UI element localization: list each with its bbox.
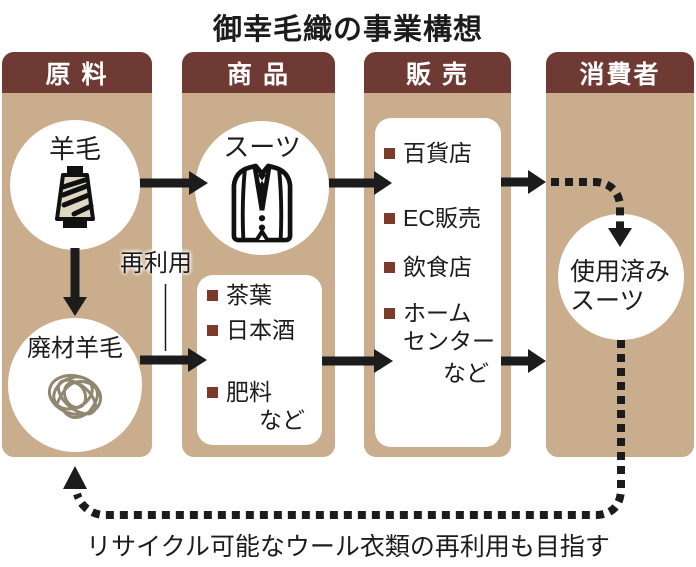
channel-item-ec: EC販売 xyxy=(384,204,481,232)
wool-label: 羊毛 xyxy=(48,134,101,164)
byproduct-label: 肥料 xyxy=(226,379,272,405)
byproduct-etc-label: など xyxy=(259,407,305,433)
channel-label: 飲食店 xyxy=(403,254,472,280)
channel-item-home-center-line2: センター xyxy=(403,327,495,355)
channel-item-home-center: ホーム xyxy=(384,299,471,327)
bullet-square-icon xyxy=(207,325,218,336)
node-waste-wool: 廃材羊毛 xyxy=(8,318,142,452)
suit-label: スーツ xyxy=(223,132,301,162)
suit-jacket-icon xyxy=(223,162,301,244)
channel-label: センター xyxy=(403,328,495,354)
channel-item-department-store: 百貨店 xyxy=(384,139,472,167)
column-header-consumers: 消費者 xyxy=(546,52,694,93)
byproduct-etc: など xyxy=(259,406,305,434)
used-suit-label-line1: 使用済み xyxy=(570,258,671,286)
column-header-products: 商 品 xyxy=(182,52,335,93)
byproduct-label: 日本酒 xyxy=(226,317,295,343)
diagram-title: 御幸毛織の事業構想 xyxy=(212,14,483,46)
reuse-label: 再利用 xyxy=(120,250,192,277)
channel-etc: など xyxy=(443,359,489,387)
sales-channels-box: 百貨店 EC販売 飲食店 ホーム センター など xyxy=(375,118,501,447)
channel-label: EC販売 xyxy=(403,205,481,231)
byproduct-item-tea: 茶葉 xyxy=(207,281,272,309)
bullet-square-icon xyxy=(384,213,395,224)
byproduct-item-sake: 日本酒 xyxy=(207,316,295,344)
byproducts-box: 茶葉 日本酒 肥料 など xyxy=(197,275,322,445)
node-used-suit: 使用済み スーツ xyxy=(558,214,684,340)
yarn-cone-icon xyxy=(43,164,107,230)
column-header-materials: 原 料 xyxy=(2,52,152,93)
byproduct-item-fertilizer: 肥料 xyxy=(207,378,272,406)
node-suit: スーツ xyxy=(195,121,329,255)
tangled-wool-icon xyxy=(39,362,111,428)
channel-etc-label: など xyxy=(443,360,489,386)
channel-label: ホーム xyxy=(403,300,472,326)
channel-item-restaurant: 飲食店 xyxy=(384,253,472,281)
column-header-sales: 販 売 xyxy=(364,52,511,93)
byproduct-label: 茶葉 xyxy=(226,282,272,308)
waste-wool-label: 廃材羊毛 xyxy=(27,335,123,362)
node-wool: 羊毛 xyxy=(10,120,140,250)
bullet-square-icon xyxy=(384,262,395,273)
bullet-square-icon xyxy=(384,148,395,159)
channel-label: 百貨店 xyxy=(403,140,472,166)
bullet-square-icon xyxy=(207,387,218,398)
footer-note: リサイクル可能なウール衣類の再利用も目指す xyxy=(86,533,610,561)
bullet-square-icon xyxy=(207,290,218,301)
used-suit-label-line2: スーツ xyxy=(570,286,645,315)
bullet-square-icon xyxy=(384,308,395,319)
